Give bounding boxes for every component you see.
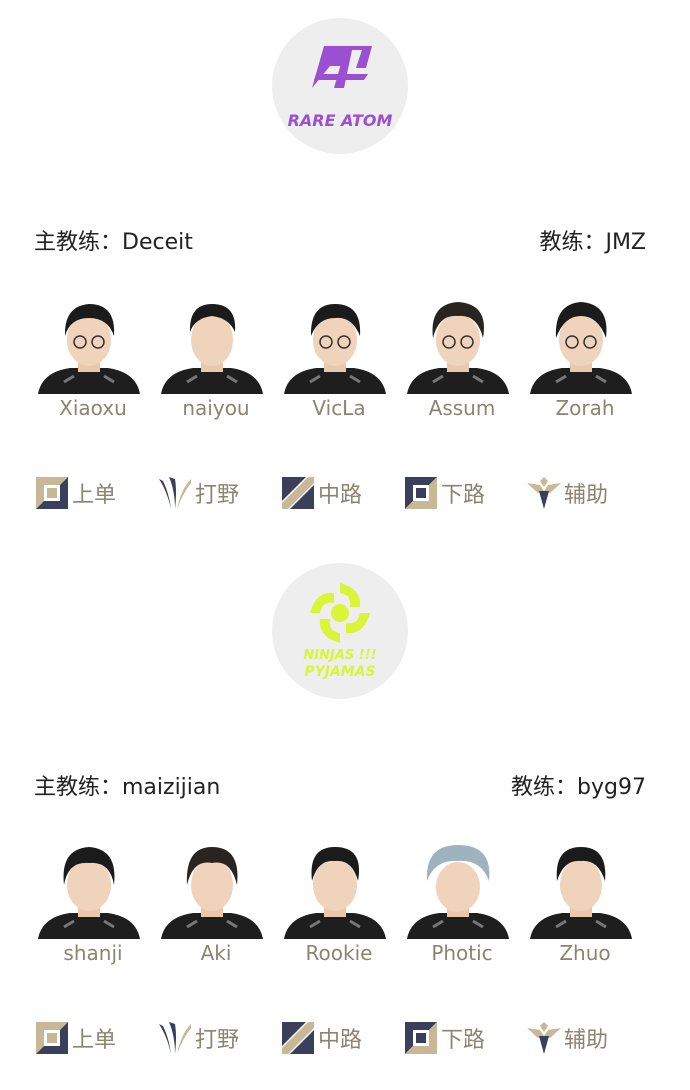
logo-text-line-2: PYJAMAS: [304, 664, 375, 680]
player-portrait: [157, 296, 267, 394]
player-name: Assum: [428, 396, 496, 420]
player-portrait: [526, 296, 636, 394]
player-card[interactable]: Xiaoxu: [34, 296, 144, 428]
player-card[interactable]: Photic: [403, 841, 513, 973]
coach: 教练：JMZ: [539, 230, 646, 255]
nip-logo-icon: NINJAS !!! PYJAMAS: [303, 583, 377, 680]
role-bot[interactable]: 下路: [403, 1019, 485, 1057]
role-label: 辅助: [564, 1028, 609, 1053]
player-card[interactable]: VicLa: [280, 296, 390, 428]
role-label: 上单: [72, 1028, 117, 1053]
support-icon: [527, 477, 561, 509]
role-jungle[interactable]: 打野: [157, 474, 239, 512]
player-list: shanji Aki Rookie Photic Zhuo: [34, 841, 654, 973]
player-card[interactable]: naiyou: [157, 296, 267, 428]
team-logo-ninjas-in-pyjamas[interactable]: NINJAS !!! PYJAMAS: [272, 563, 408, 699]
role-support[interactable]: 辅助: [526, 474, 608, 512]
player-name: Zhuo: [559, 941, 611, 965]
role-label: 中路: [318, 1028, 363, 1053]
team-logo-rare-atom[interactable]: RARE ATOM: [272, 18, 408, 154]
player-card[interactable]: Aki: [157, 841, 267, 973]
player-name: Rookie: [305, 941, 373, 965]
team-section-ninjas-in-pyjamas: NINJAS !!! PYJAMAS 主教练：maizijian 教练：byg9…: [0, 545, 690, 1090]
mid-lane-icon: [282, 477, 314, 509]
player-portrait: [280, 296, 390, 394]
player-name: Zorah: [555, 396, 615, 420]
player-portrait: [403, 841, 513, 939]
player-name: Photic: [431, 941, 493, 965]
role-label: 打野: [195, 483, 240, 508]
role-label: 打野: [195, 1028, 240, 1053]
player-list: Xiaoxu naiyou VicLa Assum Zorah: [34, 296, 654, 428]
player-card[interactable]: Zorah: [526, 296, 636, 428]
role-label: 辅助: [564, 483, 609, 508]
logo-text: RARE ATOM: [288, 111, 393, 130]
coach: 教练：byg97: [511, 775, 646, 800]
jungle-icon: [159, 477, 191, 509]
role-list: 上单 打野 中路 下路 辅助: [34, 474, 654, 514]
player-portrait: [403, 296, 513, 394]
coach-row: 主教练：Deceit 教练：JMZ: [34, 224, 646, 256]
mid-lane-icon: [282, 1022, 314, 1054]
bot-lane-icon: [405, 1022, 437, 1054]
team-section-rare-atom: RARE ATOM 主教练：Deceit 教练：JMZ Xiaoxu naiyo…: [34, 18, 654, 514]
role-list: 上单 打野 中路 下路 辅助: [34, 1019, 654, 1059]
coach-row: 主教练：maizijian 教练：byg97: [34, 769, 646, 801]
role-top[interactable]: 上单: [34, 474, 116, 512]
role-label: 中路: [318, 483, 363, 508]
role-label: 下路: [441, 1028, 486, 1053]
role-label: 下路: [441, 483, 486, 508]
role-support[interactable]: 辅助: [526, 1019, 608, 1057]
logo-text-line-1: NINJAS !!!: [303, 648, 376, 663]
player-portrait: [34, 296, 144, 394]
rare-atom-logo-icon: RARE ATOM: [288, 46, 393, 130]
role-mid[interactable]: 中路: [280, 474, 362, 512]
player-name: Aki: [200, 941, 232, 965]
player-portrait: [157, 841, 267, 939]
top-lane-icon: [36, 477, 68, 509]
player-card[interactable]: shanji: [34, 841, 144, 973]
player-name: VicLa: [312, 396, 366, 420]
role-label: 上单: [72, 483, 117, 508]
player-name: naiyou: [182, 396, 250, 420]
role-jungle[interactable]: 打野: [157, 1019, 239, 1057]
role-mid[interactable]: 中路: [280, 1019, 362, 1057]
role-bot[interactable]: 下路: [403, 474, 485, 512]
player-portrait: [526, 841, 636, 939]
player-card[interactable]: Assum: [403, 296, 513, 428]
player-name: shanji: [63, 941, 123, 965]
top-lane-icon: [36, 1022, 68, 1054]
jungle-icon: [159, 1022, 191, 1054]
head-coach: 主教练：Deceit: [34, 230, 193, 255]
support-icon: [527, 1022, 561, 1054]
player-card[interactable]: Zhuo: [526, 841, 636, 973]
player-portrait: [280, 841, 390, 939]
bot-lane-icon: [405, 477, 437, 509]
role-top[interactable]: 上单: [34, 1019, 116, 1057]
player-card[interactable]: Rookie: [280, 841, 390, 973]
player-portrait: [34, 841, 144, 939]
player-name: Xiaoxu: [59, 396, 127, 420]
head-coach: 主教练：maizijian: [34, 775, 221, 800]
